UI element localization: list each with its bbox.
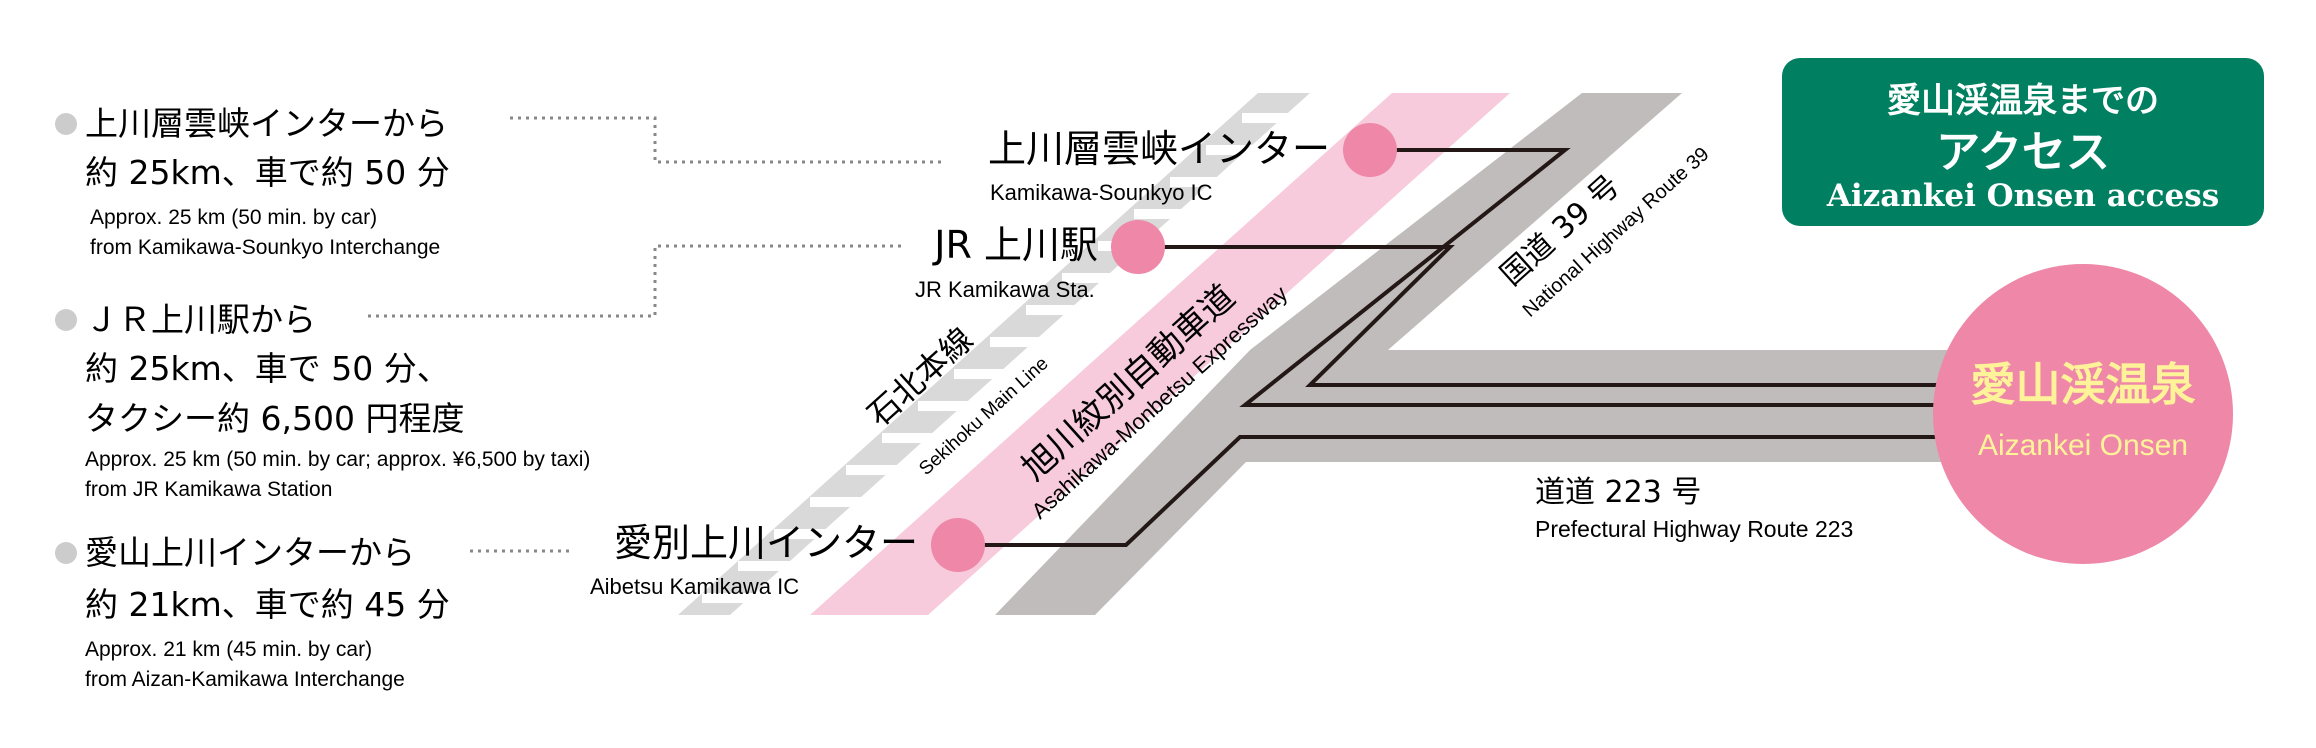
prefectural-route-name: 道道 223 号 — [1535, 475, 1701, 510]
route-aibetsu-en2: from Aizan-Kamikawa Interchange — [85, 668, 405, 691]
aibetsu-ic-name: 愛別上川インター — [614, 521, 918, 565]
route-aibetsu-label: 愛山上川インターから — [85, 533, 415, 572]
sounkyo-ic-name: 上川層雲峡インター — [988, 127, 1330, 171]
jr-station-name: JR 上川駅 — [932, 223, 1098, 267]
route-line-aibetsu — [958, 435, 1948, 547]
route-jr-detail2: タクシー約 6,500 円程度 — [85, 399, 464, 438]
jr-station-en: JR Kamikawa Sta. — [915, 277, 1095, 302]
route-jr-en2: from JR Kamikawa Station — [85, 478, 332, 501]
title-line2: アクセス — [1936, 127, 2110, 178]
sounkyo-ic-en: Kamikawa-Sounkyo IC — [990, 180, 1213, 205]
title-line1: 愛山渓温泉までの — [1887, 81, 2159, 121]
route-sounkyo-label: 上川層雲峡インターから — [85, 104, 448, 143]
route-jr: ＪＲ上川駅から 約 25km、車で 50 分、 タクシー約 6,500 円程度 … — [55, 300, 590, 501]
bullet-icon — [55, 113, 77, 135]
bullet-icon — [55, 309, 77, 331]
route-sounkyo-en1: Approx. 25 km (50 min. by car) — [90, 206, 377, 229]
route-aibetsu-en1: Approx. 21 km (45 min. by car) — [85, 638, 372, 661]
aibetsu-ic-en: Aibetsu Kamikawa IC — [590, 574, 799, 599]
leader-lines — [368, 116, 942, 553]
route-sounkyo: 上川層雲峡インターから 約 25km、車で約 50 分 Approx. 25 k… — [55, 104, 450, 259]
railway-band — [678, 93, 1310, 615]
destination-circle — [1933, 264, 2233, 564]
prefectural-route-en: Prefectural Highway Route 223 — [1535, 516, 1853, 542]
bullet-icon — [55, 542, 77, 564]
route-jr-en1: Approx. 25 km (50 min. by car; approx. ¥… — [85, 448, 590, 471]
route-jr-detail1: 約 25km、車で 50 分、 — [85, 349, 450, 388]
destination-name-en: Aizankei Onsen — [1978, 429, 2188, 462]
title-box — [1782, 58, 2264, 226]
route-sounkyo-en2: from Kamikawa-Sounkyo Interchange — [90, 236, 440, 259]
expressway-band — [810, 93, 1510, 615]
jr-station-marker — [1111, 220, 1165, 274]
route-jr-label: ＪＲ上川駅から — [85, 300, 316, 339]
title-line3: Aizankei Onsen access — [1826, 178, 2219, 214]
leader-line-jr — [368, 244, 905, 318]
route-line-jr — [1138, 245, 1948, 387]
leader-line-sounkyo — [510, 116, 942, 164]
national-route-band — [995, 93, 1948, 615]
route-aibetsu-detail: 約 21km、車で約 45 分 — [85, 585, 450, 624]
aibetsu-ic-marker — [931, 518, 985, 572]
route-sounkyo-detail: 約 25km、車で約 50 分 — [85, 153, 450, 192]
sounkyo-ic-marker — [1343, 123, 1397, 177]
access-route-lines — [958, 148, 1948, 547]
destination-name: 愛山渓温泉 — [1970, 358, 2195, 411]
route-aibetsu: 愛山上川インターから 約 21km、車で約 45 分 Approx. 21 km… — [55, 533, 450, 691]
route-line-sounkyo — [1239, 148, 1948, 407]
